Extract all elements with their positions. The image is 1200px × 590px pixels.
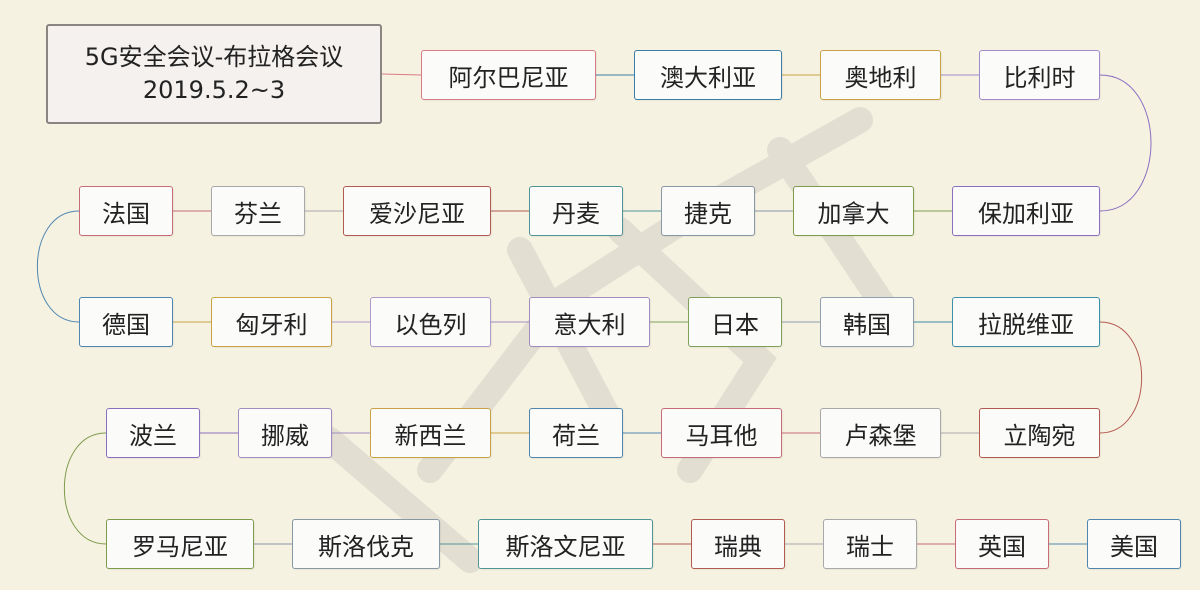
connector-line (1099, 321, 1142, 434)
connector-line (64, 432, 107, 545)
country-node[interactable]: 英国 (955, 519, 1049, 569)
title-line-1: 5G安全会议-布拉格会议 (84, 43, 344, 71)
country-node[interactable]: 芬兰 (211, 186, 305, 236)
country-node[interactable]: 拉脱维亚 (952, 297, 1100, 347)
country-node[interactable]: 荷兰 (529, 408, 623, 458)
country-node[interactable]: 以色列 (370, 297, 491, 347)
country-node[interactable]: 奥地利 (820, 50, 941, 100)
country-node[interactable]: 新西兰 (370, 408, 491, 458)
country-node[interactable]: 加拿大 (793, 186, 914, 236)
connector-line (37, 210, 80, 323)
country-node[interactable]: 马耳他 (661, 408, 782, 458)
country-node[interactable]: 瑞典 (691, 519, 785, 569)
country-node[interactable]: 爱沙尼亚 (343, 186, 491, 236)
connector-line (381, 73, 422, 76)
country-node[interactable]: 美国 (1087, 519, 1181, 569)
country-node[interactable]: 德国 (79, 297, 173, 347)
country-node[interactable]: 斯洛文尼亚 (478, 519, 653, 569)
country-node[interactable]: 阿尔巴尼亚 (421, 50, 596, 100)
country-node[interactable]: 丹麦 (529, 186, 623, 236)
country-node[interactable]: 立陶宛 (979, 408, 1100, 458)
country-node[interactable]: 瑞士 (823, 519, 917, 569)
country-node[interactable]: 韩国 (820, 297, 914, 347)
title-line-2: 2019.5.2~3 (142, 76, 286, 104)
country-node[interactable]: 匈牙利 (211, 297, 332, 347)
country-node[interactable]: 斯洛伐克 (292, 519, 440, 569)
country-node[interactable]: 比利时 (979, 50, 1100, 100)
country-node[interactable]: 罗马尼亚 (106, 519, 254, 569)
country-node[interactable]: 日本 (688, 297, 782, 347)
country-node[interactable]: 澳大利亚 (634, 50, 782, 100)
country-node[interactable]: 意大利 (529, 297, 650, 347)
country-node[interactable]: 波兰 (106, 408, 200, 458)
root-title-box[interactable]: 5G安全会议-布拉格会议 2019.5.2~3 (46, 24, 382, 124)
country-node[interactable]: 保加利亚 (952, 186, 1100, 236)
connector-line (1099, 74, 1152, 212)
country-node[interactable]: 捷克 (661, 186, 755, 236)
country-node[interactable]: 挪威 (238, 408, 332, 458)
country-node[interactable]: 法国 (79, 186, 173, 236)
country-node[interactable]: 卢森堡 (820, 408, 941, 458)
